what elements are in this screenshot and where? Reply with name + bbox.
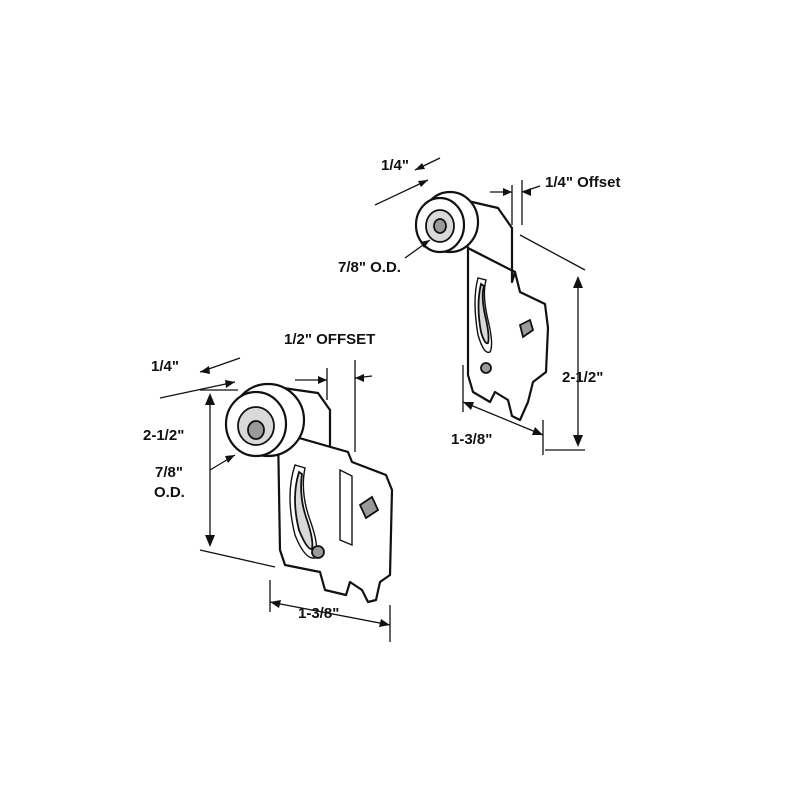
mounting-plate: [466, 246, 550, 422]
label-left-wheel-diameter-line1: 7/8": [155, 464, 183, 481]
label-right-width: 1-3/8": [451, 431, 492, 448]
round-hole: [311, 545, 325, 559]
label-left-offset: 1/2" OFFSET: [284, 331, 375, 348]
dimensions-left: [159, 357, 391, 642]
bracket-half-offset: [224, 382, 394, 604]
round-hole: [480, 362, 492, 374]
square-hole: [518, 318, 535, 339]
wheel-axle: [433, 218, 447, 234]
label-right-offset: 1/4" Offset: [545, 174, 620, 191]
label-right-height: 2-1/2": [562, 369, 603, 386]
label-left-wheel-width: 1/4": [151, 358, 179, 375]
bracket-quarter-offset: [414, 190, 550, 422]
label-left-height: 2-1/2": [143, 427, 184, 444]
adjustment-slot: [474, 277, 493, 354]
label-right-wheel-diameter: 7/8" O.D.: [338, 259, 401, 276]
side-slot: [339, 468, 353, 547]
label-right-wheel-width: 1/4": [381, 157, 409, 174]
dimensions-right: [374, 157, 586, 455]
wheel-axle: [247, 420, 265, 440]
square-hole: [358, 495, 380, 520]
adjustment-slot-inner: [477, 282, 490, 345]
mounting-plate: [276, 430, 394, 604]
label-left-width: 1-3/8": [298, 605, 339, 622]
label-left-wheel-diameter-line2: O.D.: [154, 484, 185, 501]
